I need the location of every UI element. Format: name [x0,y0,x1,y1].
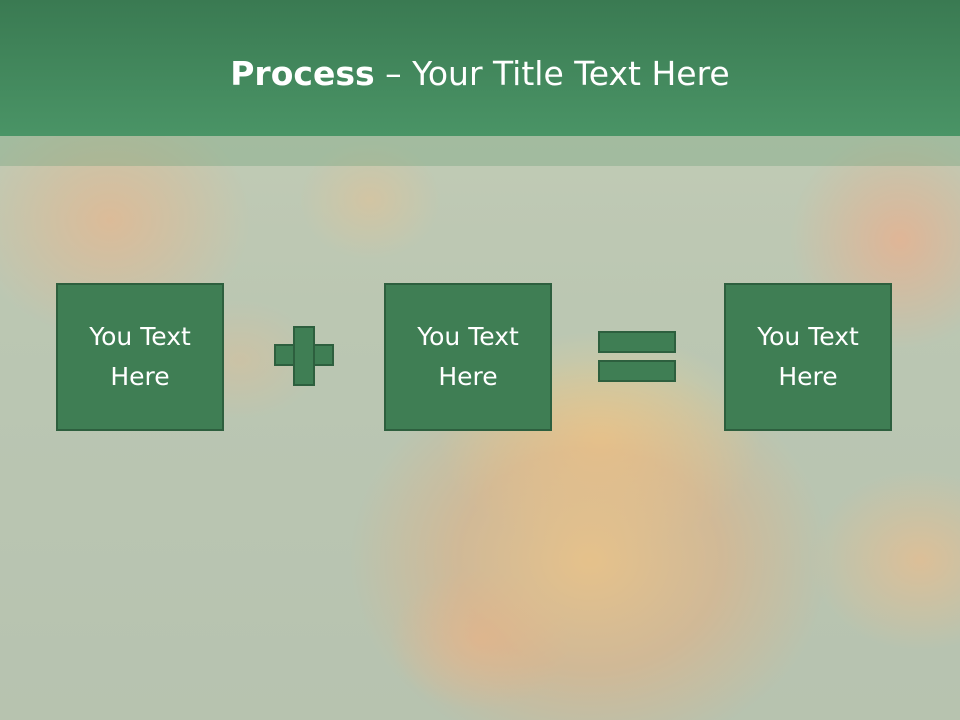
plus-icon-center [295,346,313,364]
process-box-3: You Text Here [724,283,892,431]
equals-icon-bottom-bar [598,360,676,382]
process-box-1: You Text Here [56,283,224,431]
title-bar-shadow [0,136,960,166]
slide-title-rest: – Your Title Text Here [374,54,730,93]
slide-title: Process – Your Title Text Here [0,52,960,96]
process-box-2-label: You Text Here [417,322,519,391]
process-box-2: You Text Here [384,283,552,431]
slide-title-bold: Process [230,54,375,93]
equals-icon-top-bar [598,331,676,353]
title-bar [0,0,960,136]
process-box-1-label: You Text Here [89,322,191,391]
process-box-3-label: You Text Here [757,322,859,391]
